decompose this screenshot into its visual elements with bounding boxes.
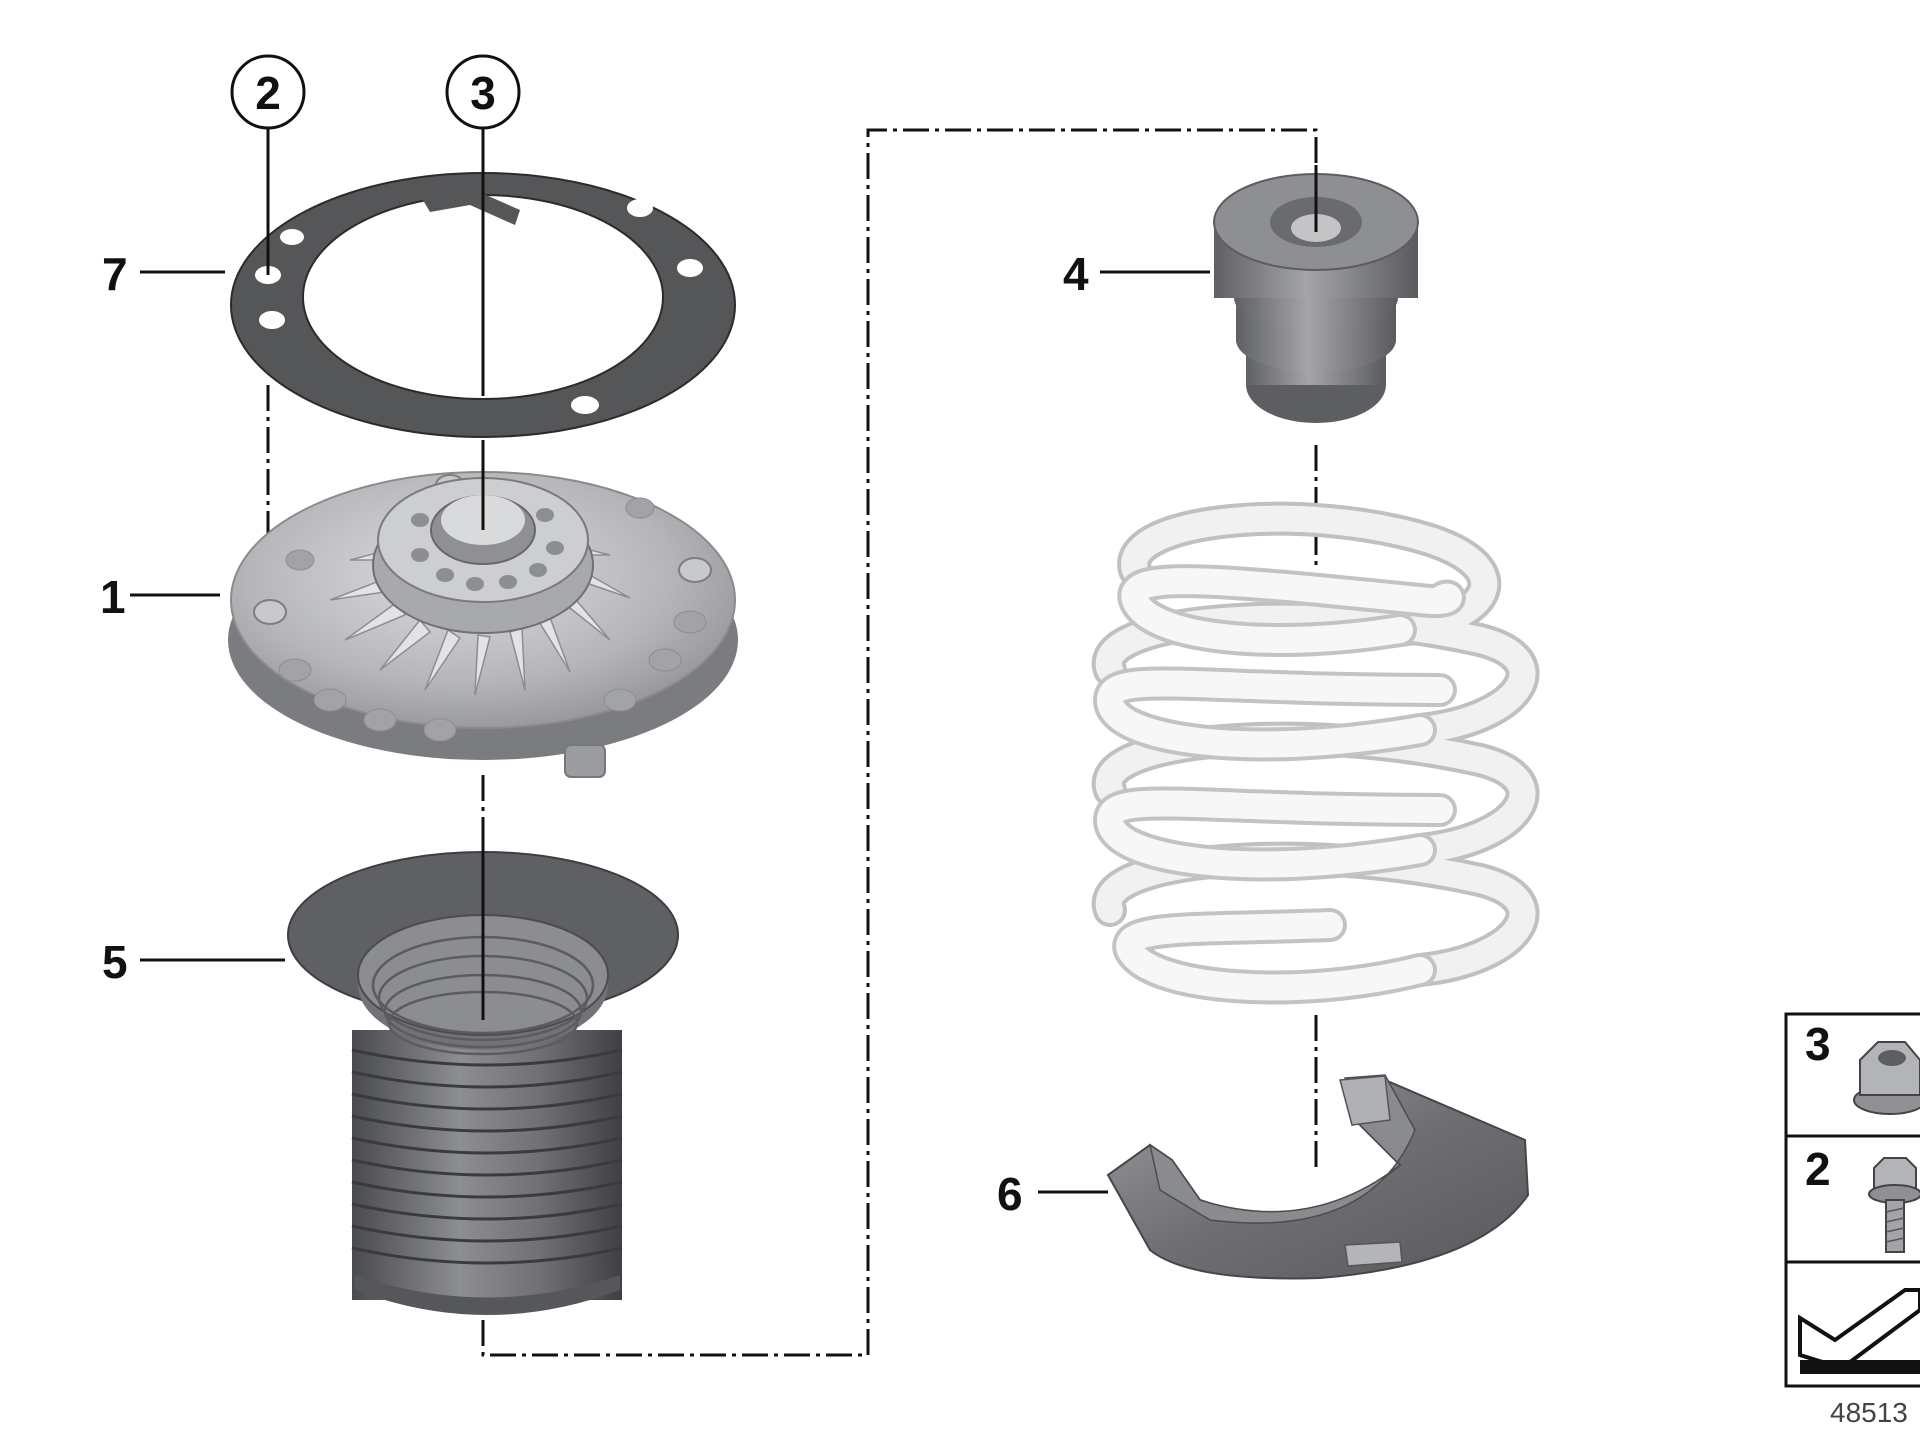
callout-label-3: 3 <box>470 67 496 119</box>
callout-7: 7 <box>102 248 128 300</box>
callout-label-2: 2 <box>255 67 281 119</box>
spring-seat-part <box>1106 1074 1530 1280</box>
leader-lines <box>130 124 1318 1194</box>
callout-label-6: 6 <box>997 1168 1023 1220</box>
callout-label-7: 7 <box>102 248 128 300</box>
flange-nut-icon <box>1853 1041 1920 1115</box>
callout-6: 6 <box>997 1168 1023 1220</box>
callout-label-1: 1 <box>100 571 126 623</box>
callout-circle-2 <box>230 54 306 130</box>
callout-label-5: 5 <box>102 936 128 988</box>
callout-5: 5 <box>102 936 128 988</box>
callout-circle-3 <box>445 54 521 130</box>
callout-3-circled: 3 <box>445 54 521 130</box>
flange-bolt-icon <box>1868 1157 1920 1253</box>
bump-stop-part <box>1213 173 1419 423</box>
diagram-number: 48513 <box>1830 1397 1908 1428</box>
legend-label-bolt: 2 <box>1805 1143 1831 1195</box>
strut-mount-part <box>228 471 738 778</box>
callout-label-4: 4 <box>1063 248 1089 300</box>
dust-boot-part <box>287 851 679 1315</box>
callout-1: 1 <box>100 571 126 623</box>
gasket-part <box>229 172 737 438</box>
direction-arrow-icon <box>1798 1288 1920 1374</box>
coil-spring-part <box>1091 501 1540 1005</box>
legend-label-nut: 3 <box>1805 1018 1831 1070</box>
fastener-legend: 3 2 <box>1784 1012 1920 1388</box>
callout-2-circled: 2 <box>230 54 306 130</box>
callout-4: 4 <box>1063 248 1089 300</box>
